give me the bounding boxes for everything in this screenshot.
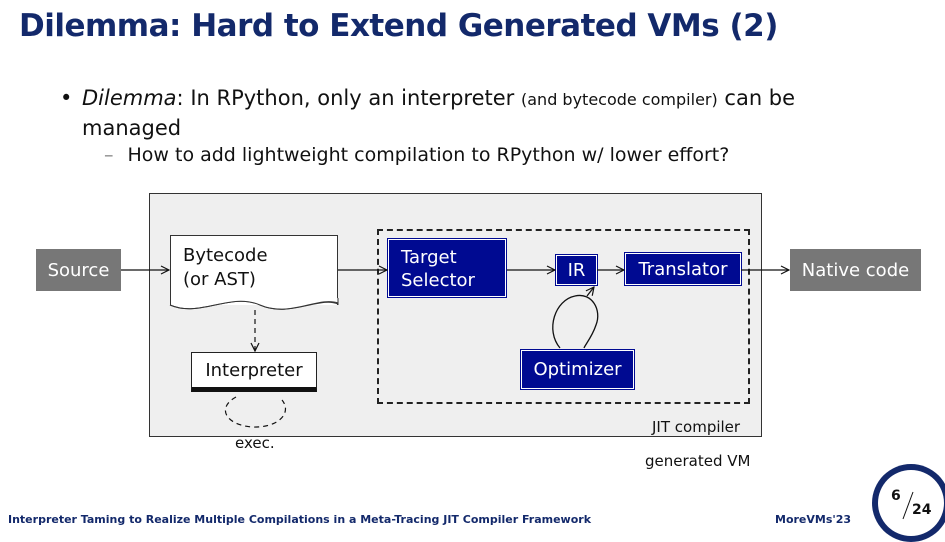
sub-bullet-marker: – xyxy=(104,144,114,166)
page-indicator-inner xyxy=(878,470,944,536)
exec-label: exec. xyxy=(235,434,275,452)
optimizer-box: Optimizer xyxy=(520,349,635,390)
generated-vm-label: generated VM xyxy=(645,452,751,470)
translator-box: Translator xyxy=(624,252,742,286)
generated-vm-panel xyxy=(149,193,762,437)
bullet-text-small: (and bytecode compiler) xyxy=(521,90,718,109)
bytecode-line1: Bytecode xyxy=(183,245,268,266)
bullet-text-b: can be managed xyxy=(82,86,796,140)
bullet-text: Dilemma: In RPython, only an interpreter… xyxy=(82,84,882,142)
interpreter-box: Interpreter xyxy=(191,352,317,392)
bullet-term: Dilemma xyxy=(82,86,177,110)
bytecode-line2: (or AST) xyxy=(183,269,256,290)
footer-venue: MoreVMs'23 xyxy=(775,513,852,526)
target-selector-line2: Selector xyxy=(401,270,475,291)
slide-title: Dilemma: Hard to Extend Generated VMs (2… xyxy=(19,8,778,44)
bullet-text-a: In RPython, only an interpreter xyxy=(190,86,521,110)
ir-box: IR xyxy=(555,254,598,286)
target-selector-box: Target Selector xyxy=(387,238,507,298)
page-total: 24 xyxy=(912,502,932,518)
sub-bullet: –How to add lightweight compilation to R… xyxy=(104,144,729,166)
source-box: Source xyxy=(36,249,121,291)
footer-title: Interpreter Taming to Realize Multiple C… xyxy=(8,513,592,526)
jit-compiler-region xyxy=(377,229,750,404)
jit-compiler-label: JIT compiler xyxy=(652,418,741,436)
page-indicator xyxy=(872,464,945,542)
footer: Interpreter Taming to Realize Multiple C… xyxy=(0,505,945,531)
bytecode-document: Bytecode (or AST) xyxy=(170,235,338,305)
native-code-box: Native code xyxy=(790,249,921,291)
bullet-sep: : xyxy=(176,86,191,110)
target-selector-line1: Target xyxy=(401,247,457,268)
sub-bullet-text: How to add lightweight compilation to RP… xyxy=(127,144,730,166)
page-current: 6 xyxy=(891,488,901,504)
bullet-marker: • xyxy=(60,86,73,110)
